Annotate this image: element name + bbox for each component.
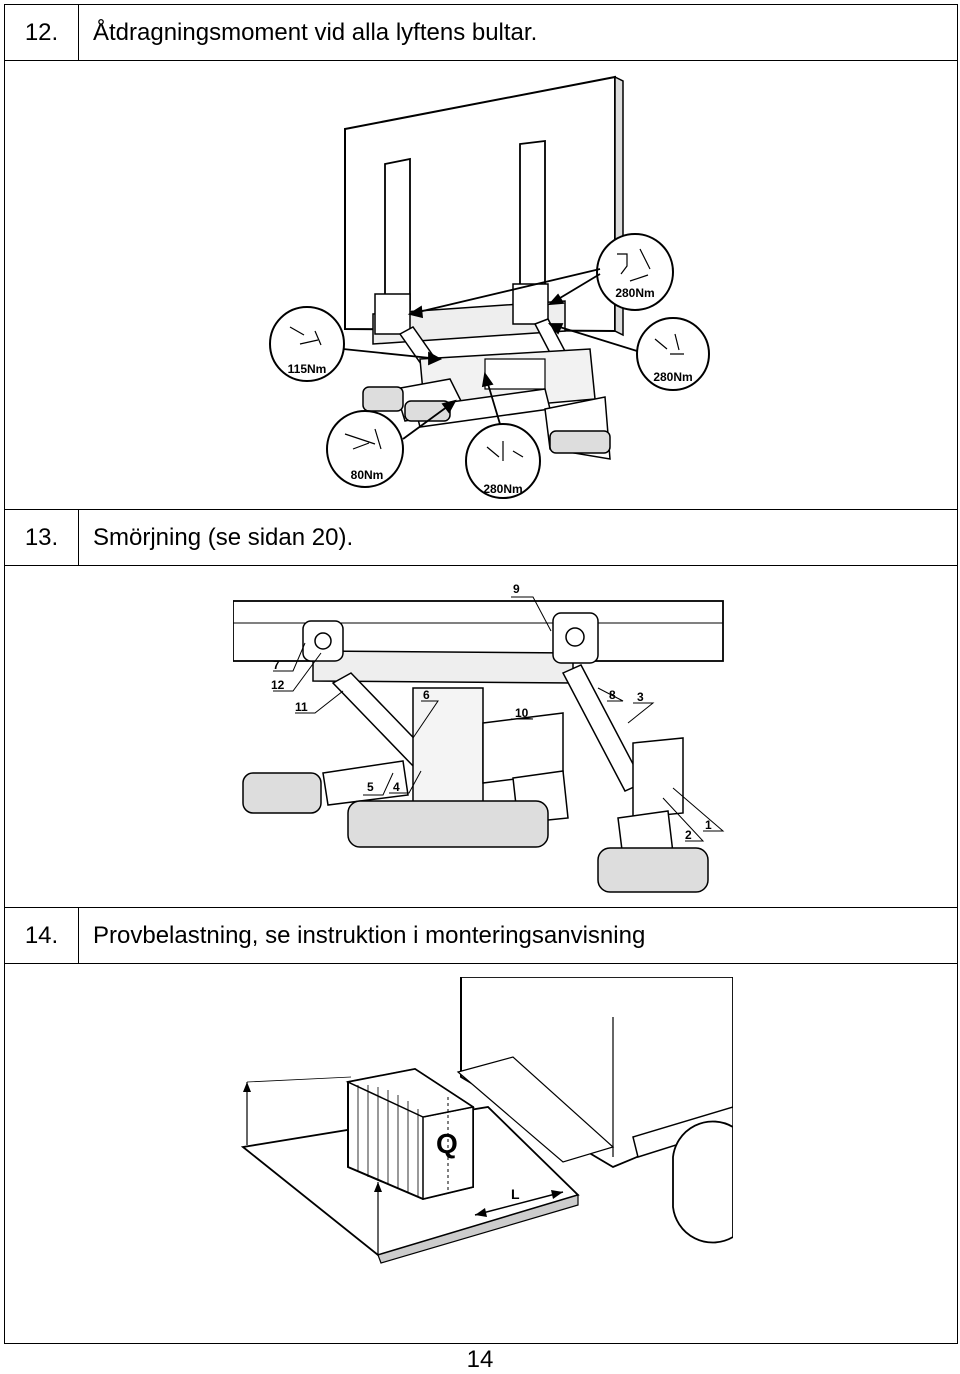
lube-point-4: 4: [393, 780, 400, 794]
load-test-figure: Q L: [233, 977, 733, 1267]
lube-point-2: 2: [685, 828, 692, 842]
section-12-title: Åtdragningsmoment vid alla lyftens bulta…: [93, 18, 538, 46]
section-13-title: Smörjning (se sidan 20).: [93, 523, 354, 551]
section-divider: [5, 509, 957, 510]
lube-point-12: 12: [271, 678, 285, 692]
lube-point-6: 6: [423, 688, 430, 702]
section-14-title: Provbelastning, se instruktion i monteri…: [93, 921, 646, 949]
lube-point-8: 8: [609, 688, 616, 702]
section-divider: [5, 907, 957, 908]
section-12-number: 12.: [5, 5, 79, 60]
lube-point-7: 7: [273, 658, 280, 672]
lube-point-1: 1: [705, 818, 712, 832]
section-13-header: 13. Smörjning (se sidan 20).: [5, 510, 957, 566]
torque-figure: 280Nm 115Nm 280Nm 80Nm 280Nm: [245, 69, 725, 509]
section-12-header: 12. Åtdragningsmoment vid alla lyftens b…: [5, 5, 957, 61]
section-13-number: 13.: [5, 510, 79, 565]
lube-point-3: 3: [637, 690, 644, 704]
torque-label-b: 115Nm: [288, 362, 327, 376]
lube-point-10: 10: [515, 706, 529, 720]
lube-point-5: 5: [367, 780, 374, 794]
lubrication-figure: 9 7 12 11 6 10 8 3 5 4 2 1: [233, 573, 733, 899]
load-length-label: L: [511, 1186, 520, 1202]
page-frame: 12. Åtdragningsmoment vid alla lyftens b…: [4, 4, 958, 1344]
section-14-number: 14.: [5, 908, 79, 963]
torque-label-d: 80Nm: [351, 468, 384, 482]
torque-label-c: 280Nm: [653, 370, 692, 384]
section-14-header: 14. Provbelastning, se instruktion i mon…: [5, 908, 957, 964]
lube-point-9: 9: [513, 582, 520, 596]
page-number: 14: [466, 1346, 494, 1373]
load-weight-label: Q: [436, 1128, 458, 1159]
torque-label-a: 280Nm: [615, 286, 654, 300]
torque-label-e: 280Nm: [483, 482, 522, 496]
lube-point-11: 11: [295, 700, 308, 714]
